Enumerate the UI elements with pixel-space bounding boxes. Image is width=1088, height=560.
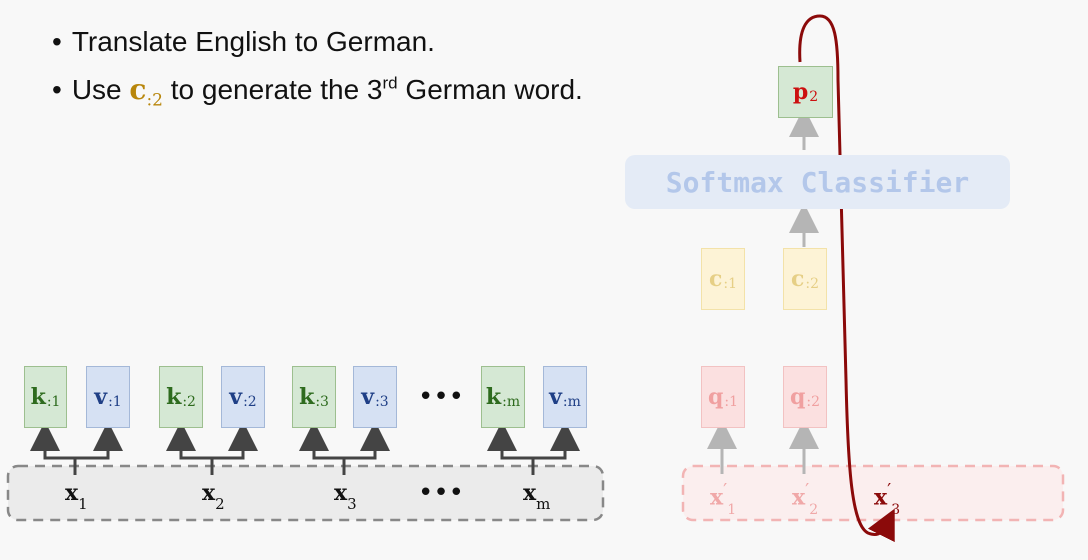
query-box-1: q:1: [701, 366, 745, 428]
encoder-input-2: x2: [202, 480, 225, 514]
encoder-ellipsis-top: •••: [418, 382, 465, 412]
context-box-2: c:2: [783, 248, 827, 310]
decoder-input-3: x′3: [874, 480, 901, 518]
decoder-input-1: x′1: [710, 480, 737, 518]
bullet-dot: •: [52, 26, 62, 57]
value-box-2: v:2: [221, 366, 265, 428]
encoder-input-container: [6, 464, 605, 522]
encoder-fork-arrows: [30, 421, 580, 475]
context-box-1: c:1: [701, 248, 745, 310]
query-box-2: q:2: [783, 366, 827, 428]
encoder-input-m: xm: [523, 480, 551, 514]
decoder-arrows: [707, 107, 819, 474]
value-box-1: v:1: [86, 366, 130, 428]
key-box-1: k:1: [24, 366, 67, 428]
encoder-input-3: x3: [334, 480, 357, 514]
bullet-translate: •Translate English to German.: [52, 26, 435, 57]
key-box-3: k:3: [292, 366, 336, 428]
feedback-arrow: [798, 14, 895, 543]
encoder-input-1: x1: [65, 480, 88, 514]
key-box-m: k:m: [481, 366, 525, 428]
bullet-dot: •: [52, 74, 62, 105]
encoder-ellipsis-bottom: •••: [418, 478, 465, 508]
softmax-classifier: Softmax Classifier: [625, 155, 1010, 209]
value-box-3: v:3: [353, 366, 397, 428]
value-box-m: v:m: [543, 366, 587, 428]
decoder-input-container: [681, 464, 1065, 522]
bullet-use-context: •Use c:2 to generate the 3rd German word…: [52, 73, 583, 111]
key-box-2: k:2: [159, 366, 203, 428]
decoder-input-2: x′2: [792, 480, 819, 518]
context-symbol: c:2: [129, 73, 163, 111]
